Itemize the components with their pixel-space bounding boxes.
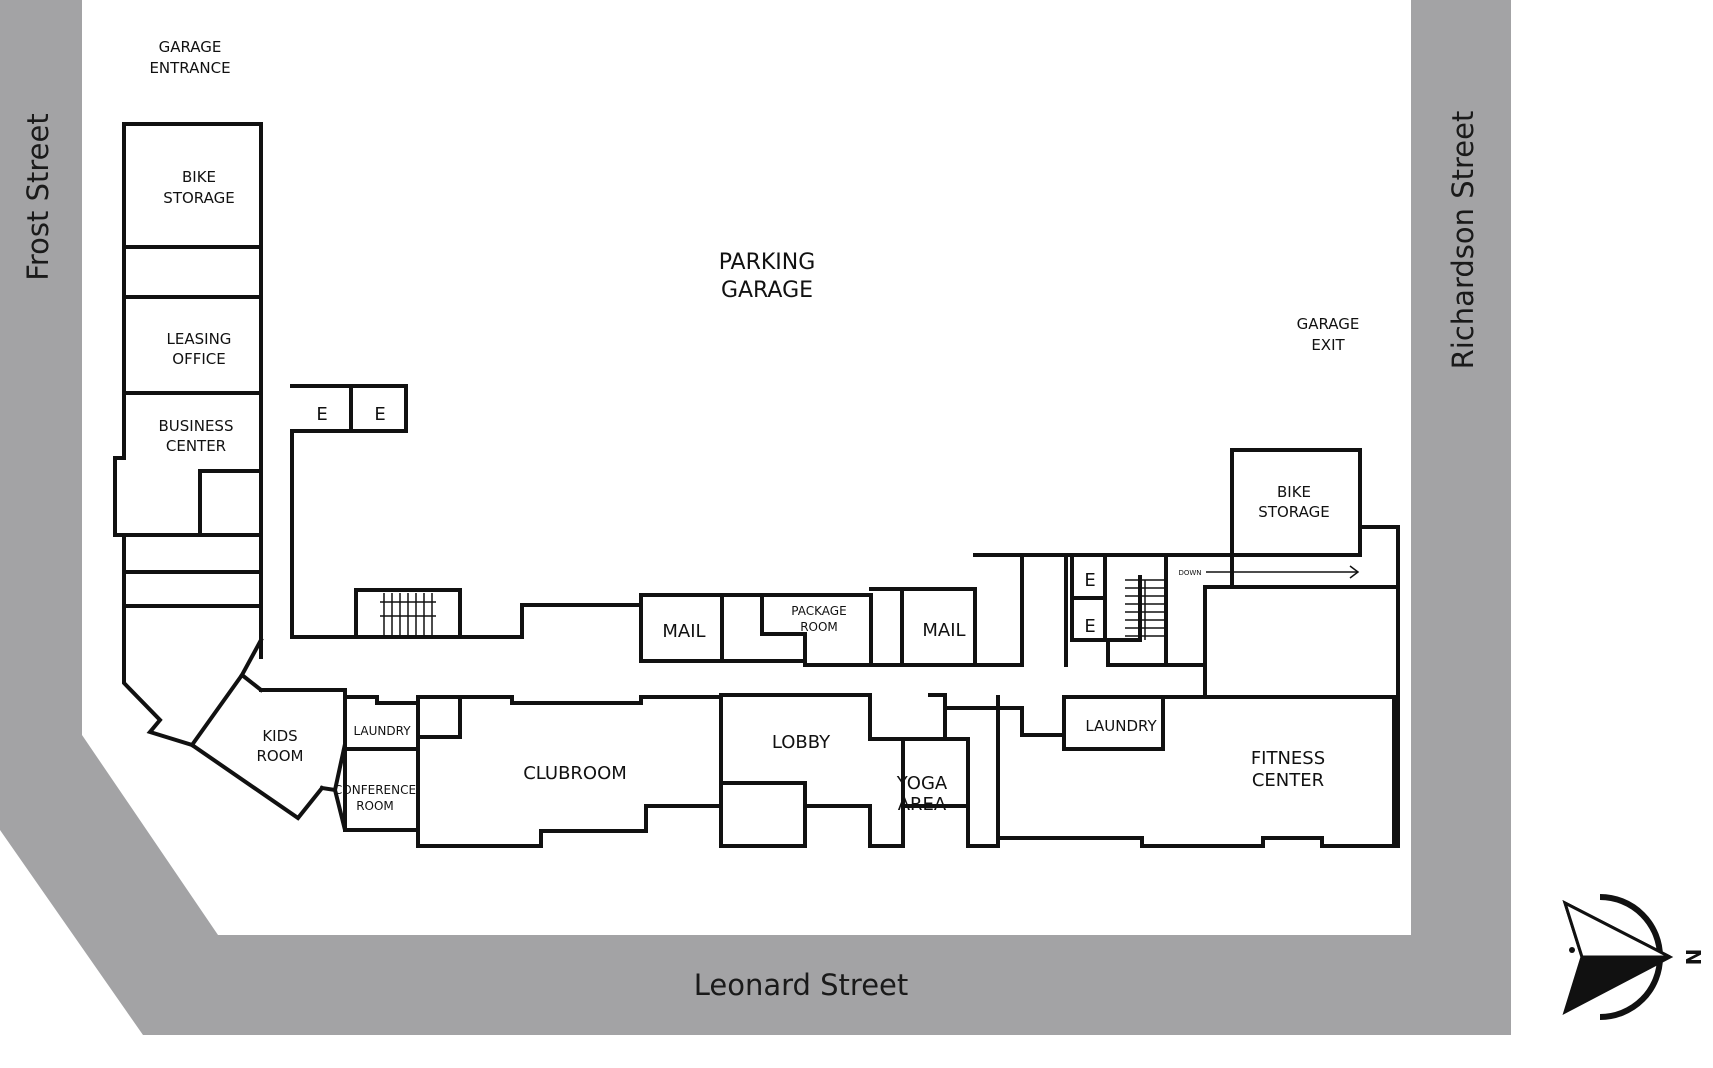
middle-strip-walls: [639, 553, 1207, 667]
room-yoga-area-line2: AREA: [898, 794, 947, 815]
street-name-leonard: Leonard Street: [694, 968, 909, 1002]
room-yoga-area-line1: YOGA: [896, 773, 948, 794]
road-surface: [0, 0, 1511, 1035]
north-wing-walls: [113, 122, 325, 821]
stairs-left: [380, 593, 436, 637]
room-conference-room-line1: CONFERENCE: [334, 783, 416, 797]
room-leasing-office-line1: LEASING: [167, 330, 232, 348]
room-lobby: LOBBY: [772, 732, 831, 753]
room-bike-storage-2-line2: STORAGE: [1258, 503, 1329, 521]
room-bike-storage-1-line2: STORAGE: [163, 189, 234, 207]
room-laundry-1: LAUNDRY: [353, 724, 411, 738]
room-fitness-center-line1: FITNESS: [1251, 748, 1325, 769]
street-name-frost: Frost Street: [21, 113, 55, 280]
room-package-room-line1: PACKAGE: [791, 604, 846, 618]
down-arrow: [1206, 565, 1360, 579]
south-block-walls: [259, 688, 1396, 848]
elevator-3: E: [1084, 570, 1095, 591]
street-name-richardson: Richardson Street: [1446, 111, 1480, 370]
elevator-2: E: [374, 404, 385, 425]
ground-right: [1511, 0, 1713, 1068]
garage-exit-label-2: EXIT: [1311, 336, 1345, 354]
room-leasing-office-line2: OFFICE: [172, 350, 225, 368]
elevator-labels: E E E E: [316, 404, 1095, 637]
room-business-center-line1: BUSINESS: [159, 417, 234, 435]
down-label: DOWN: [1178, 569, 1201, 577]
room-kids-room-line2: ROOM: [257, 747, 304, 765]
room-mail-1: MAIL: [662, 621, 705, 642]
parking-garage-label-1: PARKING: [719, 250, 816, 275]
room-mail-2: MAIL: [922, 620, 965, 641]
room-clubroom: CLUBROOM: [523, 763, 627, 784]
east-block-walls: [1164, 448, 1400, 848]
parking-garage-label-2: GARAGE: [721, 278, 813, 303]
garage-entrance-label-2: ENTRANCE: [149, 59, 230, 77]
compass-north-letter: N: [1681, 949, 1705, 966]
room-laundry-2: LAUNDRY: [1085, 717, 1157, 735]
garage-entrance-label-1: GARAGE: [159, 38, 222, 56]
stairs-right: [1125, 579, 1164, 640]
room-conference-room-line2: ROOM: [356, 799, 394, 813]
corridor-walls: [259, 384, 643, 793]
room-labels: BIKE STORAGE LEASING OFFICE BUSINESS CEN…: [159, 168, 1330, 815]
room-bike-storage-2-line1: BIKE: [1277, 483, 1311, 501]
garage-exit-label-1: GARAGE: [1297, 315, 1360, 333]
compass-icon: N: [1562, 894, 1705, 1020]
room-bike-storage-1-line1: BIKE: [182, 168, 216, 186]
room-kids-room-line1: KIDS: [262, 727, 297, 745]
room-fitness-center-line2: CENTER: [1252, 770, 1324, 791]
room-package-room-line2: ROOM: [800, 620, 838, 634]
room-business-center-line2: CENTER: [166, 437, 226, 455]
elevator-1: E: [316, 404, 327, 425]
elevator-4: E: [1084, 616, 1095, 637]
